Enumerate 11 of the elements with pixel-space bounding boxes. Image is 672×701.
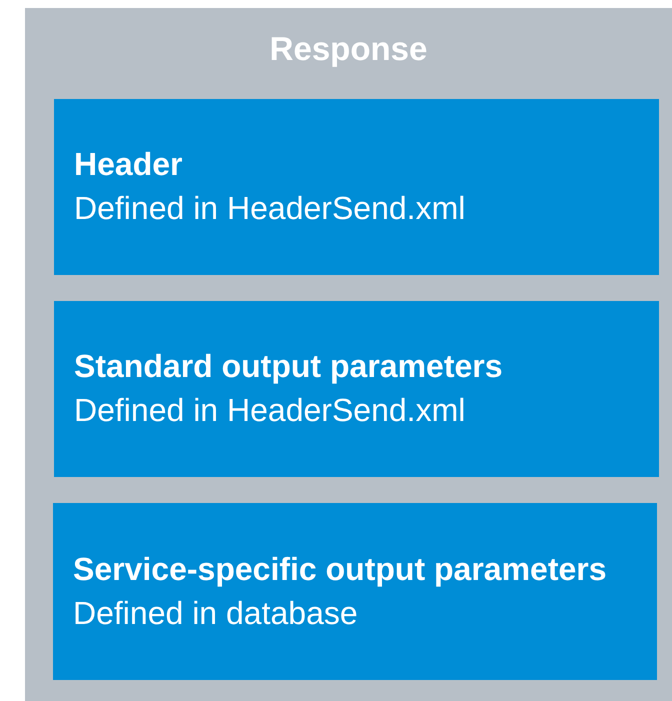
section-heading: Header bbox=[74, 145, 184, 184]
section-heading: Service-specific output parameters bbox=[73, 550, 608, 589]
section-box bbox=[53, 503, 657, 680]
container-title: Response bbox=[268, 30, 428, 68]
section-box bbox=[54, 99, 659, 275]
section-box bbox=[54, 301, 659, 477]
container-box bbox=[25, 8, 672, 701]
section-description: Defined in HeaderSend.xml bbox=[74, 189, 466, 228]
section-heading: Standard output parameters bbox=[74, 347, 504, 386]
section-description: Defined in database bbox=[73, 594, 359, 632]
section-description: Defined in HeaderSend.xml bbox=[74, 391, 466, 430]
